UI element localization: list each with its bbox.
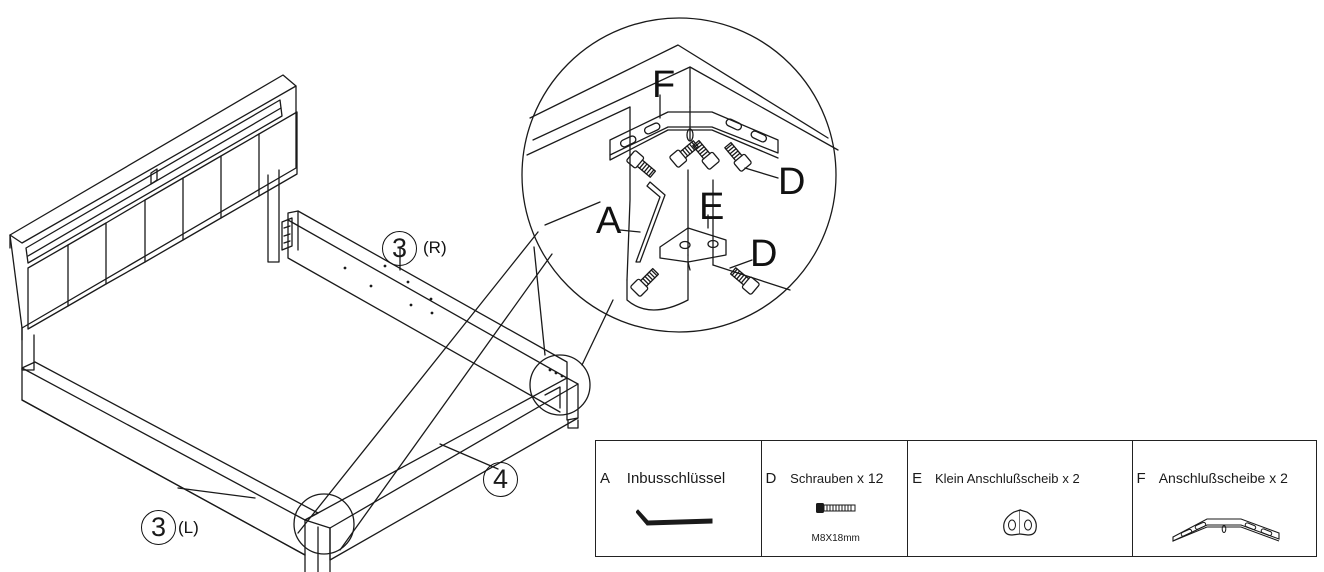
allen-key-A xyxy=(635,181,666,263)
headboard-panels xyxy=(27,111,298,330)
part-code: A xyxy=(600,470,611,487)
corner-bracket-F xyxy=(609,111,779,161)
part-qty: x 12 xyxy=(856,470,884,486)
part-name: Schrauben xyxy=(790,471,854,486)
part-code: D xyxy=(765,470,777,487)
corner-detail xyxy=(526,44,839,311)
screw-icon xyxy=(815,503,856,513)
right-side-rail xyxy=(281,210,568,413)
headboard xyxy=(9,74,298,371)
part-cell-D: D Schrauben x 12 M8X18mm xyxy=(762,441,909,556)
label-F: F xyxy=(652,64,676,106)
part-number-3-right: 3 xyxy=(382,231,417,266)
part-number-3-left: 3 xyxy=(141,510,176,545)
detail-zoom-circle xyxy=(521,17,837,333)
footboard xyxy=(304,368,579,572)
part-cell-F: F Anschlußscheibe x 2 xyxy=(1133,441,1316,556)
part-code: F xyxy=(1136,470,1146,487)
part-number-4: 4 xyxy=(483,462,518,497)
part-qty: x 2 xyxy=(1062,471,1080,486)
screw-spec: M8X18mm xyxy=(811,533,860,544)
front-corner-callout xyxy=(293,493,355,555)
label-D-upper: D xyxy=(778,161,806,203)
part-cell-E: E Klein Anschlußscheib x 2 xyxy=(908,441,1133,556)
label-A: A xyxy=(596,200,622,242)
detail-callouts xyxy=(293,17,837,555)
back-corner-callout xyxy=(529,354,591,416)
rail-holes xyxy=(343,264,434,315)
part-cell-A: A Inbusschlüssel xyxy=(596,441,762,556)
label-D-lower: D xyxy=(750,233,778,275)
part-name: Inbusschlüssel xyxy=(626,470,726,487)
screws-D xyxy=(626,139,760,297)
part-name: Klein Anschlußscheib xyxy=(934,471,1059,486)
label-E: E xyxy=(699,186,725,228)
allen-key-icon xyxy=(636,509,713,526)
rail-side-L: (L) xyxy=(178,518,199,537)
part-code: E xyxy=(912,470,923,487)
small-bracket-icon xyxy=(1003,509,1038,536)
parts-table: A Inbusschlüssel D Schrauben x 12 M8X18m… xyxy=(595,440,1317,557)
part-name: Anschlußscheibe xyxy=(1158,470,1266,486)
small-bracket-E xyxy=(659,227,727,271)
rail-side-R: (R) xyxy=(423,238,447,257)
part-qty: x 2 xyxy=(1269,470,1288,486)
corner-bracket-icon xyxy=(1171,518,1280,542)
